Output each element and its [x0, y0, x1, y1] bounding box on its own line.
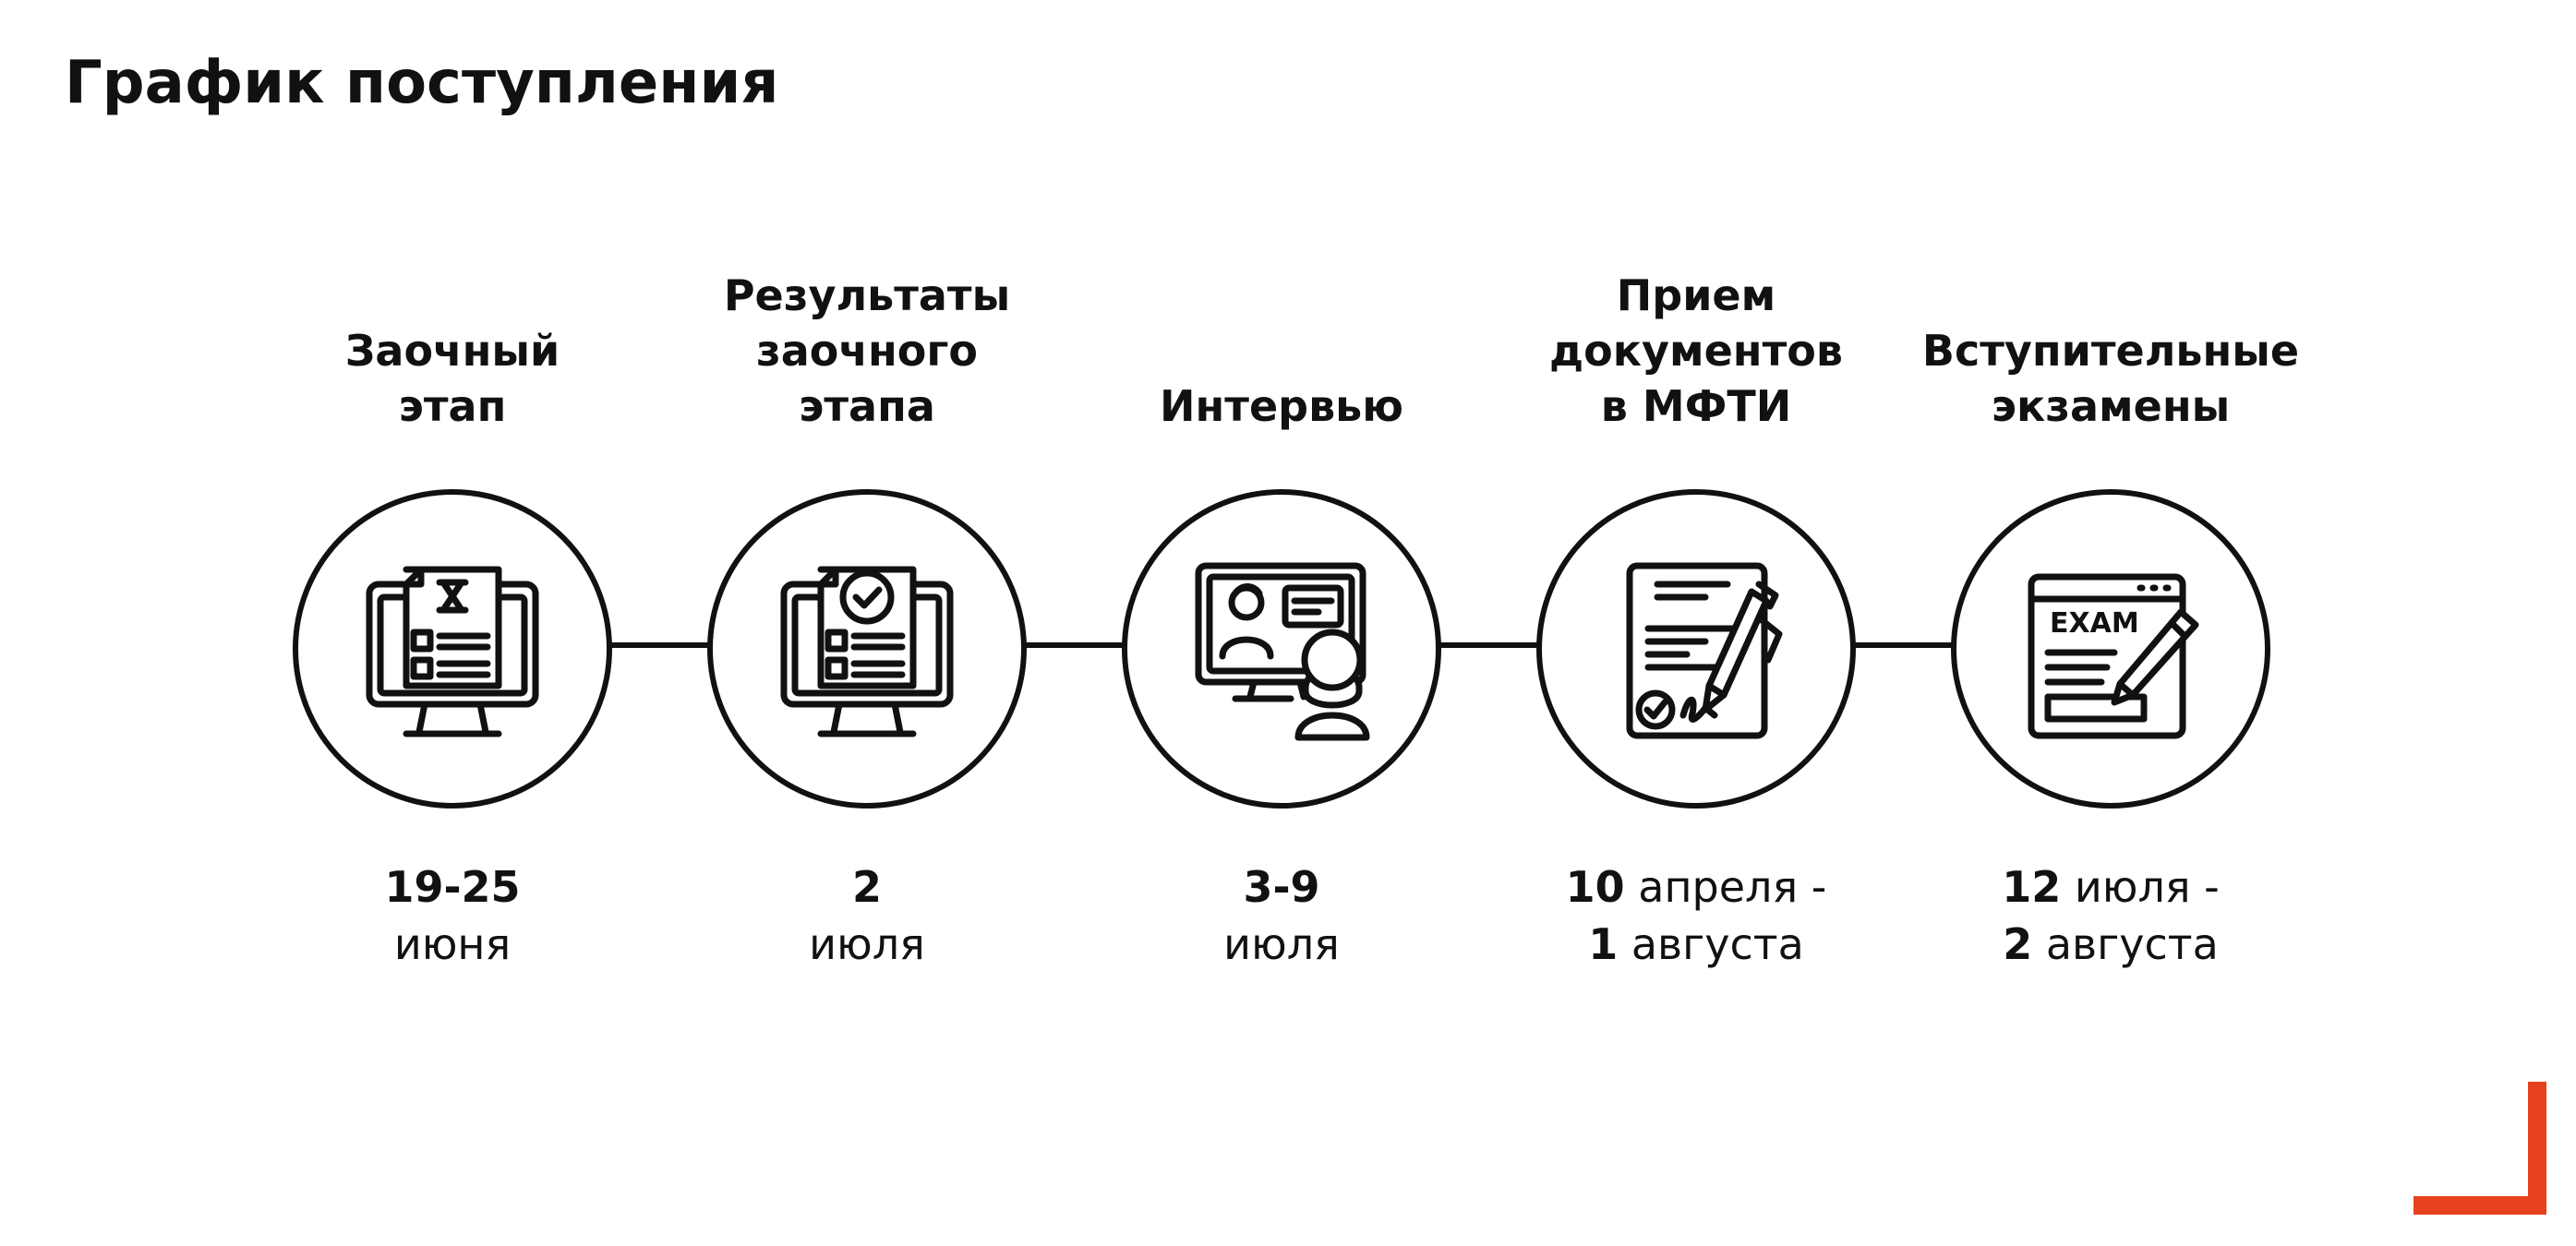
corner-bracket-decoration — [2413, 1082, 2546, 1215]
stage-title: Интервью — [1160, 381, 1403, 431]
stage-circle — [1122, 489, 1441, 809]
stage-date: 19-25 июня — [384, 862, 521, 969]
stage-title: Результаты заочного этапа — [723, 270, 1011, 431]
stage-circle — [1536, 489, 1856, 809]
stage-date: 2 июля — [809, 862, 925, 969]
timeline-stage: Прием документов в МФТИ 10 апреля - 1 ав… — [1493, 0, 1899, 1246]
stage-circle — [707, 489, 1027, 809]
stage-title: Вступительные экзамены — [1921, 326, 2300, 431]
stage-date: 3-9 июля — [1223, 862, 1340, 969]
stage-date: 12 июля - 2 августа — [2002, 862, 2220, 969]
monitor-document-check-icon — [780, 566, 954, 737]
video-interview-icon — [1195, 562, 1370, 741]
monitor-document-hourglass-icon — [366, 566, 539, 737]
timeline-connector — [1854, 642, 1954, 648]
exam-label: EXAM — [2050, 607, 2139, 640]
stage-title: Прием документов в МФТИ — [1549, 270, 1843, 431]
stage-date: 10 апреля - 1 августа — [1565, 862, 1827, 969]
timeline-connector — [1025, 642, 1125, 648]
timeline-stage: Интервью 3-9 июля — [1078, 0, 1485, 1246]
timeline-stage: Вступительные экзамены EXAM 12 июля - 2 … — [1908, 0, 2314, 1246]
timeline-stage: Заочный этап 19-25 июня — [249, 0, 656, 1246]
exam-pencil-icon: EXAM — [2028, 573, 2199, 739]
page-title: График поступления — [65, 49, 779, 117]
timeline-stage: Результаты заочного этапа 2 июля — [664, 0, 1070, 1246]
stage-circle — [293, 489, 612, 809]
stage-title: Заочный этап — [344, 326, 560, 431]
signed-document-pen-icon — [1626, 562, 1783, 739]
timeline-connector — [1439, 642, 1539, 648]
stage-circle: EXAM — [1951, 489, 2270, 809]
timeline-connector — [610, 642, 710, 648]
